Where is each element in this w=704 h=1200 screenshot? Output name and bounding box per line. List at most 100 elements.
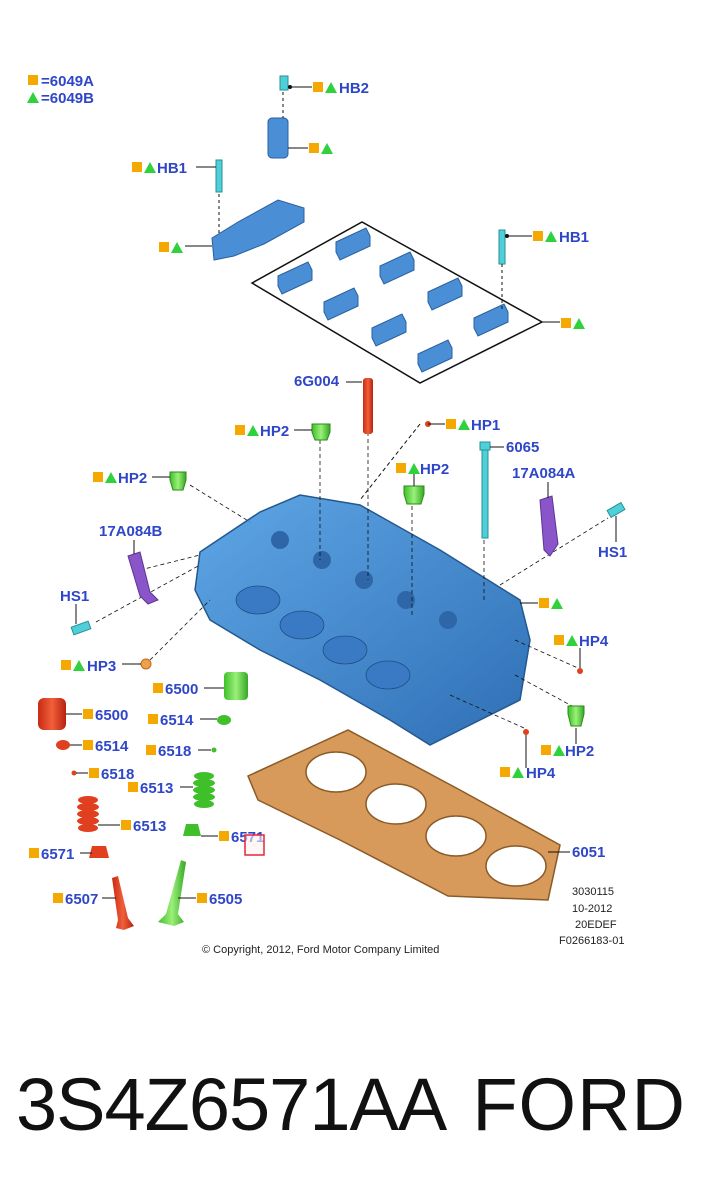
callout-6518-left: 6518 xyxy=(101,766,134,783)
bracket-17a084b: 17A084B xyxy=(99,523,163,605)
hb1-bolt-right: HB1 xyxy=(498,229,589,310)
green-triangle-icon xyxy=(144,162,156,173)
orange-square-icon xyxy=(148,714,158,724)
callout-17a084b: 17A084B xyxy=(99,523,163,540)
green-triangle-icon xyxy=(551,598,563,609)
callout-6513-right: 6513 xyxy=(140,780,173,797)
diagram-footer: © Copyright, 2012, Ford Motor Company Li… xyxy=(202,886,624,956)
footer-code-3: 20EDEF xyxy=(575,919,617,931)
copyright-text: © Copyright, 2012, Ford Motor Company Li… xyxy=(202,944,439,956)
callout-6065: 6065 xyxy=(506,439,539,456)
orange-square-icon xyxy=(539,598,549,608)
sensor-6g004: 6G004 xyxy=(294,373,373,434)
orange-square-icon xyxy=(93,472,103,482)
highlight-box xyxy=(244,834,265,856)
plug-hp2-top: HP2 xyxy=(235,423,331,441)
callout-hp2-left: HP2 xyxy=(118,470,147,487)
valve-parts-right: 6500 6514 6518 6513 6571 6505 xyxy=(128,672,265,926)
callout-hb1-left: HB1 xyxy=(157,160,187,177)
plug-hp4-right: HP4 xyxy=(554,633,609,674)
head-marker xyxy=(520,598,563,609)
orange-square-icon xyxy=(83,740,93,750)
callout-hp2-top: HP2 xyxy=(260,423,289,440)
legend: =6049A =6049B xyxy=(27,73,94,107)
orange-square-icon xyxy=(396,463,406,473)
plug-hp2-mid: HP2 xyxy=(396,461,449,505)
plug-hp2-left: HP2 xyxy=(93,470,187,491)
green-triangle-icon xyxy=(545,231,557,242)
front-bearing-bracket: HB2 HB1 xyxy=(132,75,369,261)
stud-hs1-right: HS1 xyxy=(598,501,627,561)
orange-square-icon xyxy=(313,82,323,92)
plug-hp3: HP3 xyxy=(61,658,152,675)
green-triangle-icon xyxy=(105,472,117,483)
head-gasket-6051: 6051 xyxy=(247,729,605,901)
green-triangle-icon xyxy=(73,660,85,671)
green-triangle-icon xyxy=(247,425,259,436)
exploded-parts-diagram: =6049A =6049B HB2 xyxy=(27,73,627,956)
cylinder-head xyxy=(194,494,531,746)
bracket-17a084a: 17A084A xyxy=(512,465,576,557)
orange-square-icon xyxy=(89,768,99,778)
footer-code-4: F0266183-01 xyxy=(559,935,624,947)
orange-square-icon xyxy=(533,231,543,241)
green-triangle-icon xyxy=(408,463,420,474)
green-triangle-icon xyxy=(321,143,333,154)
plug-hp4-bottom: HP4 xyxy=(500,729,556,782)
callout-17a084a: 17A084A xyxy=(512,465,576,482)
stud-hs1-left: HS1 xyxy=(60,588,92,636)
orange-square-icon xyxy=(159,242,169,252)
bearing-caps-group xyxy=(250,221,585,384)
callout-6514-left: 6514 xyxy=(95,738,129,755)
callout-6505: 6505 xyxy=(209,891,242,908)
orange-square-icon xyxy=(541,745,551,755)
orange-square-icon xyxy=(53,893,63,903)
green-triangle-icon xyxy=(27,92,39,103)
orange-square-icon xyxy=(83,709,93,719)
orange-square-icon xyxy=(128,782,138,792)
callout-6500-left: 6500 xyxy=(95,707,128,724)
callout-hp4-bottom: HP4 xyxy=(526,765,556,782)
footer-code-1: 3030115 xyxy=(572,886,614,898)
green-triangle-icon xyxy=(573,318,585,329)
callout-6507: 6507 xyxy=(65,891,98,908)
green-triangle-icon xyxy=(325,82,337,93)
callout-hb1-right: HB1 xyxy=(559,229,589,246)
orange-square-icon xyxy=(561,318,571,328)
plug-hp1: HP1 xyxy=(359,417,500,501)
green-triangle-icon xyxy=(512,767,524,778)
callout-6513-left: 6513 xyxy=(133,818,166,835)
callout-hp2-mid: HP2 xyxy=(420,461,449,478)
valve-parts-left: 6500 6514 6518 6513 6571 6507 xyxy=(29,698,166,930)
orange-square-icon xyxy=(146,745,156,755)
green-triangle-icon xyxy=(566,635,578,646)
orange-square-icon xyxy=(29,848,39,858)
orange-square-icon xyxy=(500,767,510,777)
green-triangle-icon xyxy=(553,745,565,756)
callout-hb2: HB2 xyxy=(339,80,369,97)
plug-hp2-bottom: HP2 xyxy=(541,705,594,760)
callout-hp1: HP1 xyxy=(471,417,500,434)
callout-hp2-bottom: HP2 xyxy=(565,743,594,760)
legend-6049a: =6049A xyxy=(41,73,94,90)
callout-6518-right: 6518 xyxy=(158,743,191,760)
orange-square-icon xyxy=(554,635,564,645)
bottom-caption: 3S4Z6571AA FORD xyxy=(0,1055,704,1165)
callout-hs1-left: HS1 xyxy=(60,588,89,605)
orange-square-icon xyxy=(309,143,319,153)
green-triangle-icon xyxy=(171,242,183,253)
orange-square-icon xyxy=(235,425,245,435)
part-number: 3S4Z6571AA xyxy=(16,1063,447,1146)
callout-6571-left: 6571 xyxy=(41,846,74,863)
orange-square-icon xyxy=(132,162,142,172)
orange-square-icon xyxy=(121,820,131,830)
callout-6514-right: 6514 xyxy=(160,712,194,729)
head-bolt-6065: 6065 xyxy=(479,439,539,539)
callout-hs1-right: HS1 xyxy=(598,544,627,561)
orange-square-icon xyxy=(153,683,163,693)
orange-square-icon xyxy=(446,419,456,429)
callout-hp3: HP3 xyxy=(87,658,116,675)
callout-hp4-right: HP4 xyxy=(579,633,609,650)
footer-code-2: 10-2012 xyxy=(572,903,612,915)
callout-6051: 6051 xyxy=(572,844,605,861)
